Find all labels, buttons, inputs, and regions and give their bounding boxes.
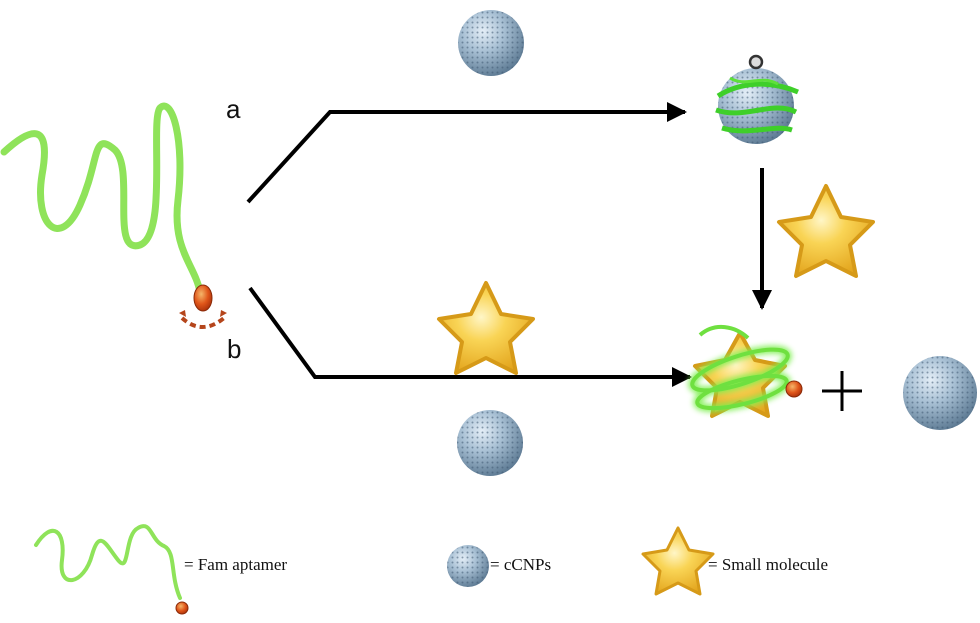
- plus-sign: [822, 371, 862, 411]
- legend-aptamer-icon: [34, 524, 189, 615]
- legend-nanoparticle-icon: [447, 545, 489, 587]
- quench-arc-icon: [180, 316, 226, 329]
- star-target-middle: [437, 281, 535, 375]
- path-a-label: a: [226, 94, 241, 124]
- path-b-arrow: [248, 286, 692, 387]
- aptamer-nanoparticle-complex: [715, 54, 799, 144]
- aptamer-strand: [0, 102, 204, 296]
- nanoparticle-top: [458, 10, 524, 76]
- legend-aptamer-label: = Fam aptamer: [184, 555, 288, 574]
- legend-small-molecule-label: = Small molecule: [708, 555, 829, 574]
- aptamer-target-complex: [688, 325, 803, 418]
- fam-dye-icon: [193, 284, 213, 312]
- legend-nanoparticle-label: = cCNPs: [490, 555, 552, 574]
- legend-star-icon: [641, 526, 715, 596]
- free-aptamer: [0, 102, 227, 329]
- nanoparticle-released: [903, 356, 977, 430]
- nanoparticle-bottom: [457, 410, 523, 476]
- path-a-arrow: [246, 102, 687, 204]
- path-b-label: b: [227, 334, 242, 364]
- star-target-right: [777, 184, 875, 278]
- fam-dye-icon: [785, 380, 803, 398]
